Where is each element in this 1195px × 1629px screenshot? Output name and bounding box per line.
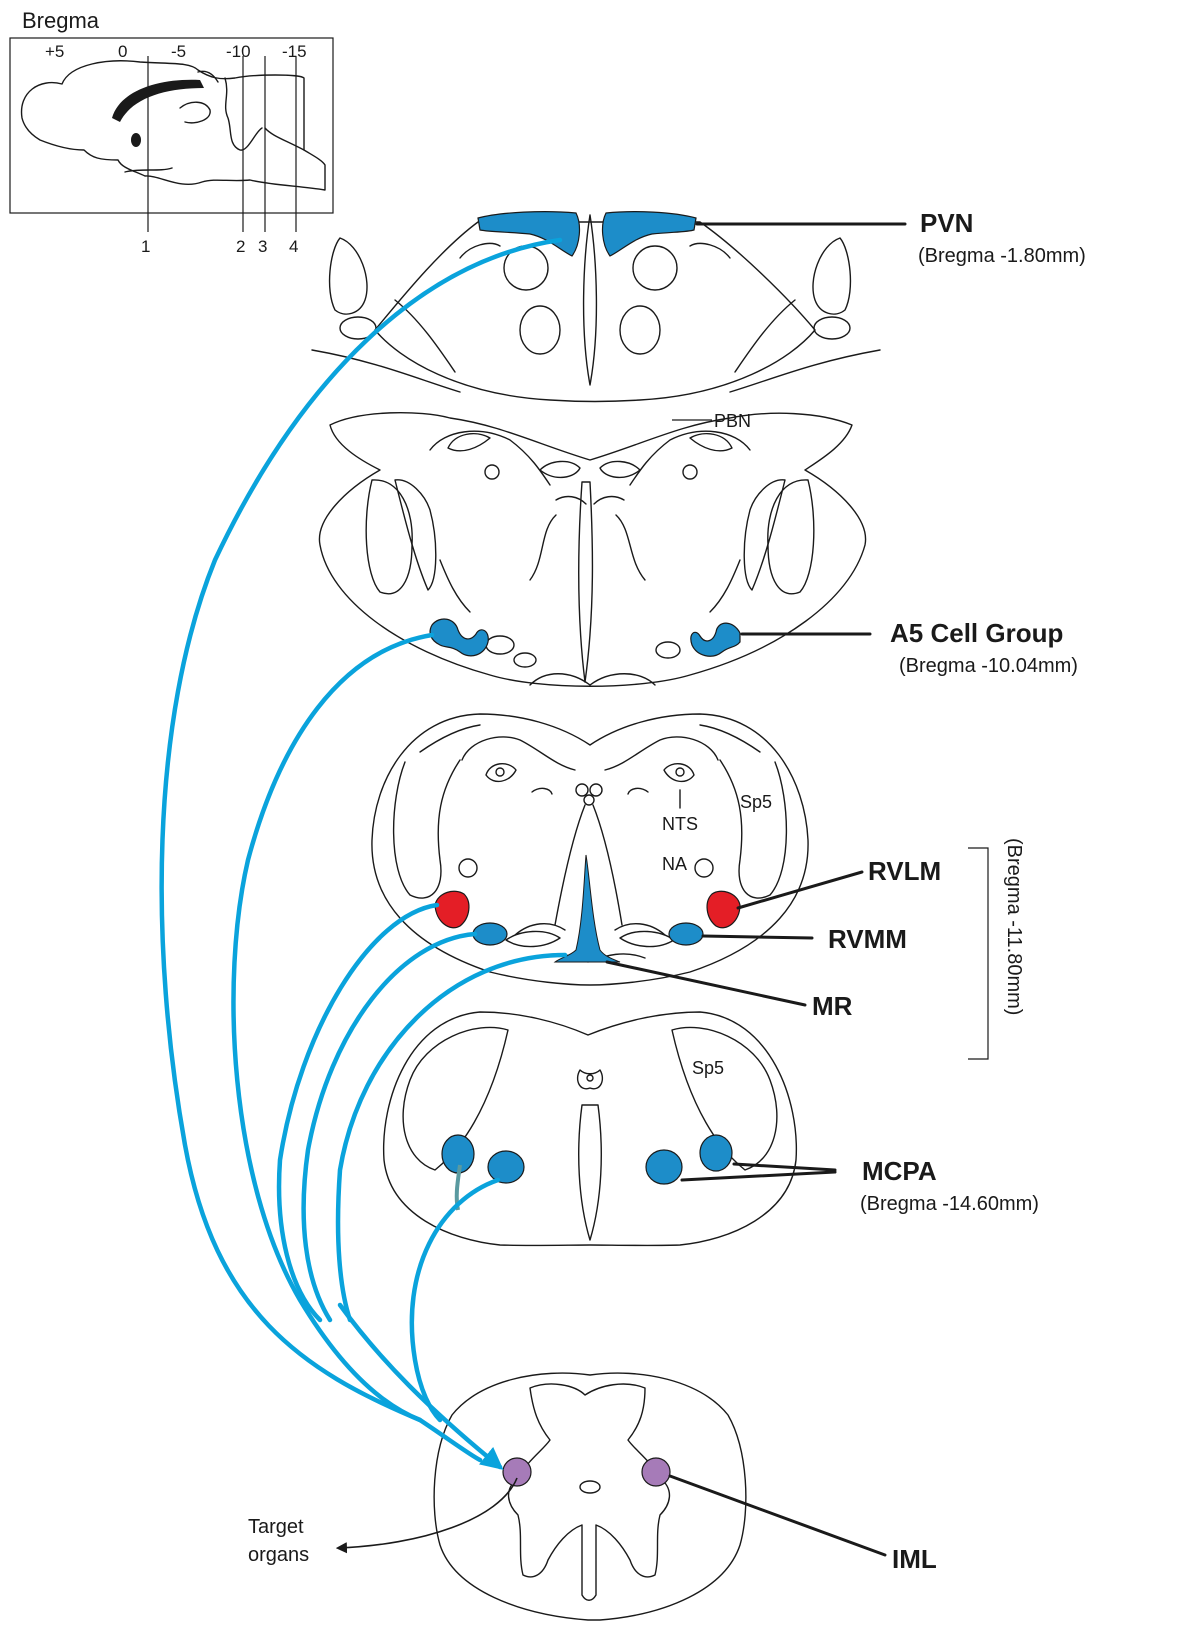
inset-tick: -15	[282, 42, 307, 61]
rvlm-label: RVLM	[868, 856, 941, 886]
rvmm-nucleus-right	[669, 923, 703, 945]
inset-title: Bregma	[22, 8, 100, 33]
pvn-sublabel: (Bregma -1.80mm)	[918, 245, 1086, 267]
sp5-label-lower: Sp5	[692, 1058, 724, 1078]
section-spinal-cord	[434, 1373, 746, 1620]
bracket-label: (Bregma -11.80mm)	[1003, 838, 1025, 1015]
optic-tract-right	[813, 238, 850, 314]
section-number: 4	[289, 237, 298, 256]
a5-sublabel: (Bregma -10.04mm)	[899, 655, 1078, 677]
iml-nucleus-right	[642, 1458, 670, 1486]
target-label-line1: Target	[248, 1516, 304, 1538]
inset-tick: 0	[118, 42, 127, 61]
rvmm-leader	[703, 936, 812, 938]
spinal-cord-outline	[434, 1373, 746, 1620]
pvn-label: PVN	[920, 208, 973, 238]
na-label: NA	[662, 854, 687, 874]
inset-nucleus-dot	[131, 133, 141, 147]
mr-leader	[607, 962, 805, 1005]
sagittal-brain-outline	[22, 61, 325, 190]
rvmm-nucleus-left	[473, 923, 507, 945]
inset-tick: -5	[171, 42, 186, 61]
mcpa-label: MCPA	[862, 1156, 937, 1186]
section-number: 3	[258, 237, 267, 256]
bregma-bracket	[968, 848, 988, 1059]
sp5-label-upper: Sp5	[740, 792, 772, 812]
nts-label: NTS	[662, 814, 698, 834]
mcpa-nucleus-right-inner	[646, 1150, 682, 1184]
optic-tract-left	[330, 238, 367, 314]
forebrain-detail	[814, 317, 850, 339]
a5-label: A5 Cell Group	[890, 618, 1063, 648]
caudal-medulla-outline	[384, 1012, 797, 1245]
forebrain-outline	[375, 222, 815, 402]
section-caudal-medulla	[384, 1012, 797, 1245]
section-number: 2	[236, 237, 245, 256]
bregma-inset: Bregma +5 0 -5 -10 -15 1 2 3 4	[10, 8, 333, 256]
inset-tick: +5	[45, 42, 64, 61]
mcpa-nucleus-left-inner	[488, 1151, 524, 1183]
mr-label: MR	[812, 991, 853, 1021]
inset-tick: -10	[226, 42, 251, 61]
iml-label: IML	[892, 1544, 937, 1574]
pbn-label: PBN	[714, 411, 751, 431]
rvmm-label: RVMM	[828, 924, 907, 954]
mcpa-nucleus-right-outer	[700, 1135, 732, 1171]
mcpa-sublabel: (Bregma -14.60mm)	[860, 1193, 1039, 1215]
section-forebrain	[312, 212, 880, 402]
iml-nucleus-left	[503, 1458, 531, 1486]
target-label-line2: organs	[248, 1544, 309, 1566]
section-number: 1	[141, 237, 150, 256]
